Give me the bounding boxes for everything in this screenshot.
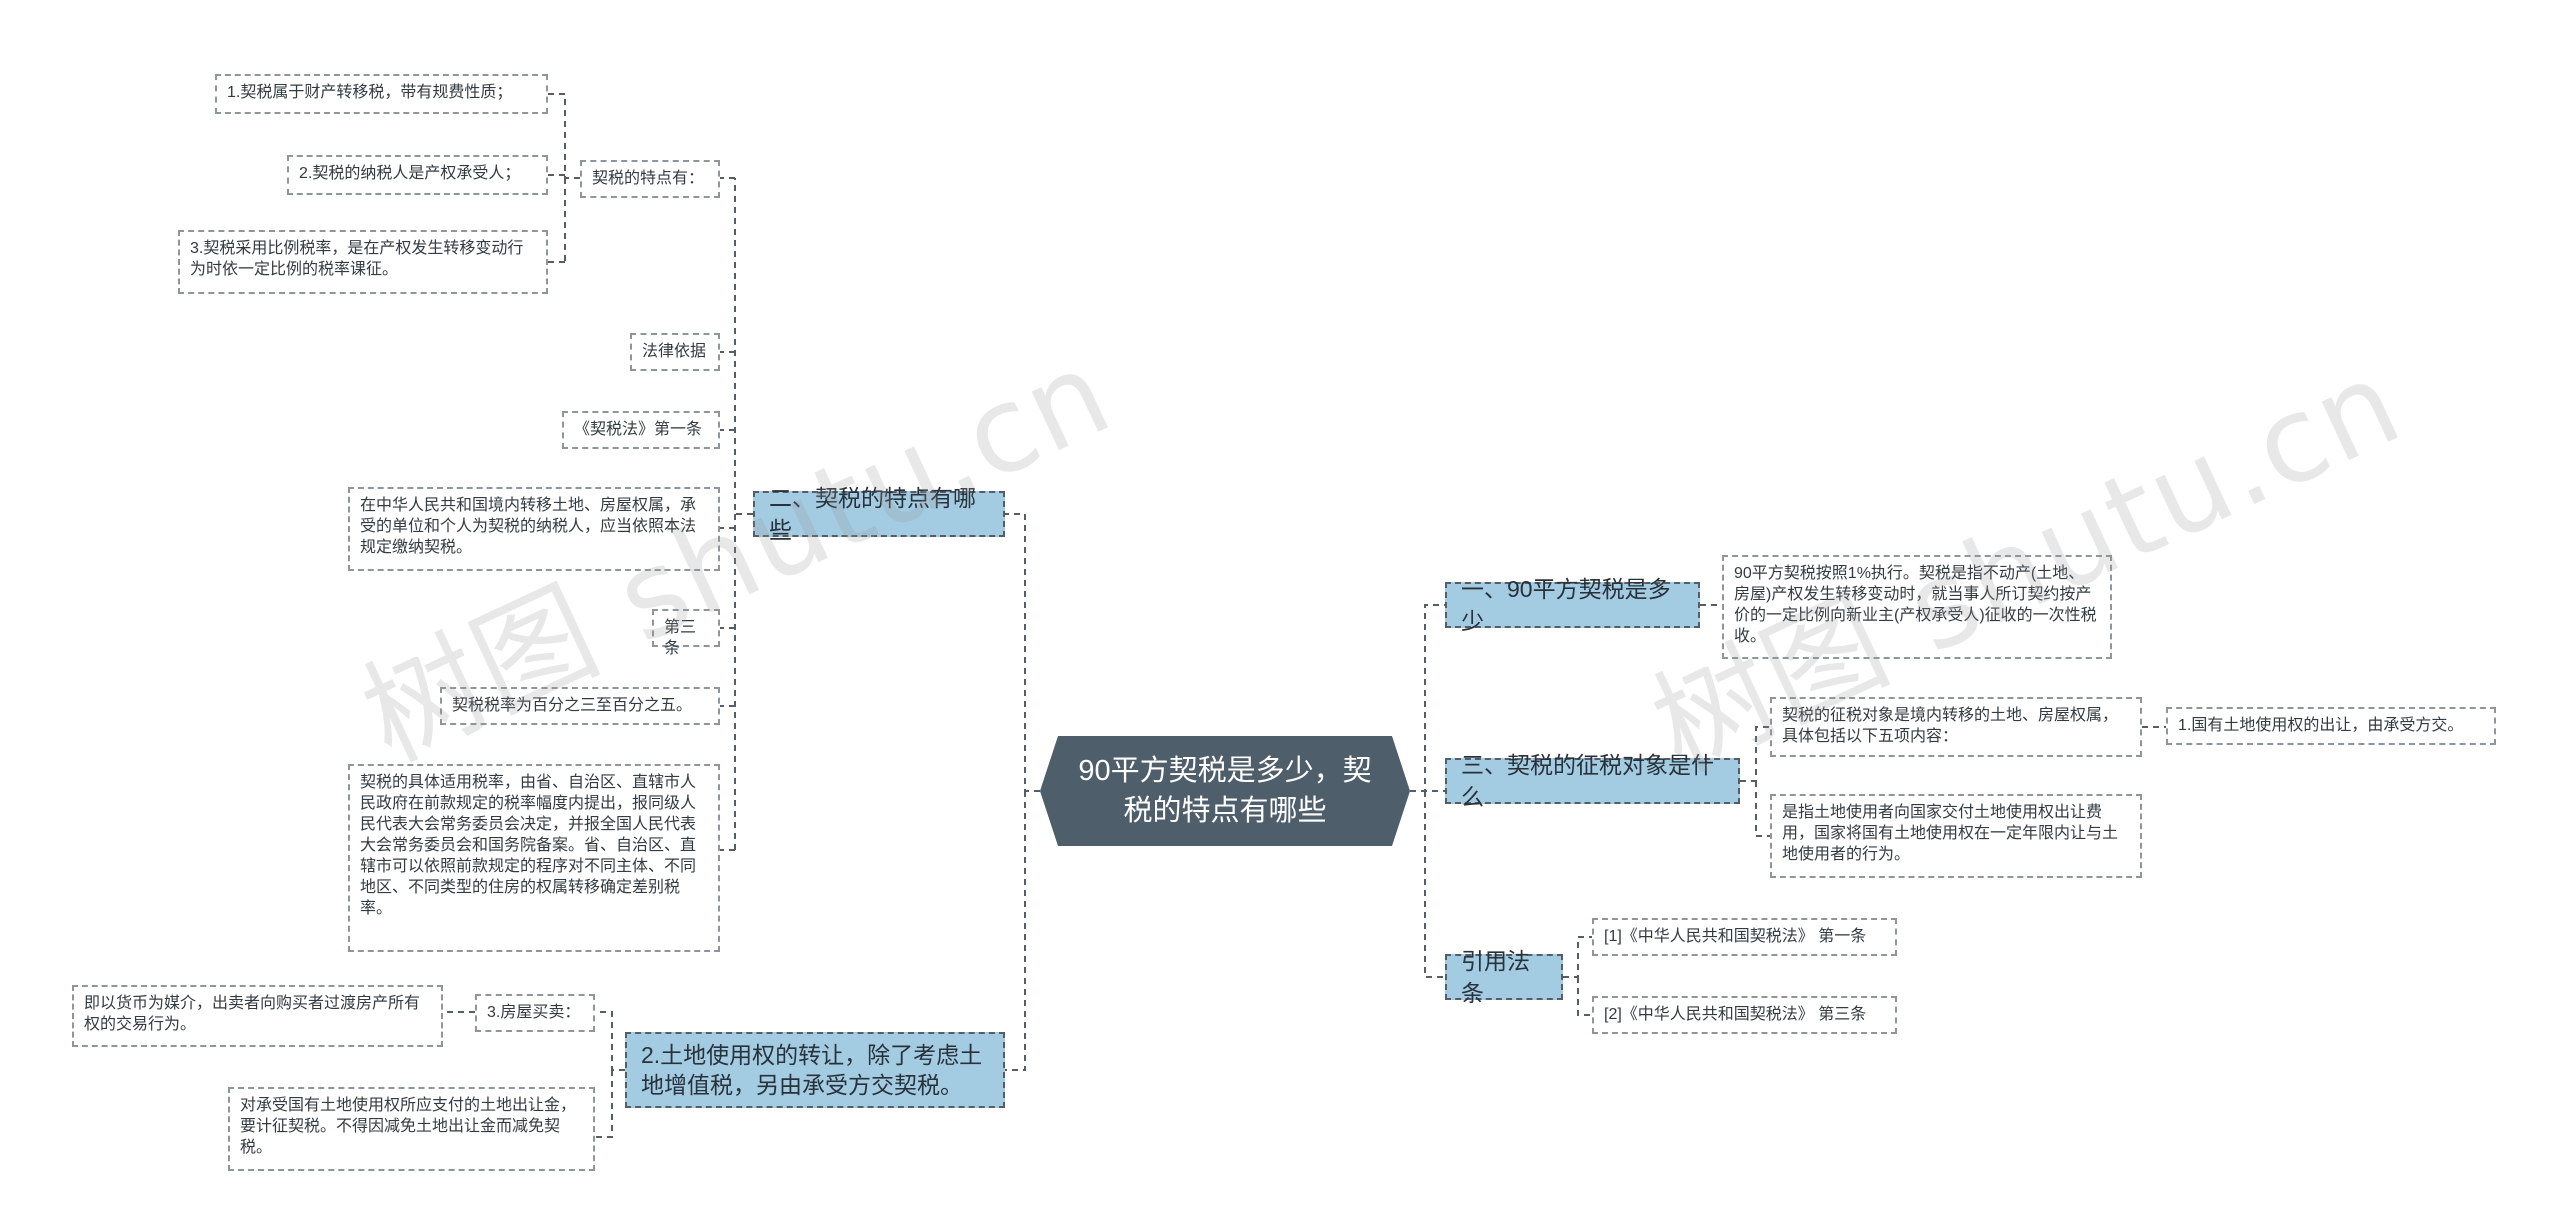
reference-item-1[interactable]: [1]《中华人民共和国契税法》 第一条 [1592, 918, 1897, 956]
reference-item-1-text: [1]《中华人民共和国契税法》 第一条 [1604, 928, 1867, 945]
tax-object-intro[interactable]: 契税的征税对象是境内转移的土地、房屋权属，具体包括以下五项内容： [1770, 697, 2142, 757]
link-b3-desc [1755, 781, 1770, 837]
tax-rate-detail-text: 契税的具体适用税率，由省、自治区、直辖市人民政府在前款规定的税率幅度内提出，报同… [360, 774, 697, 917]
legal-basis-text: 法律依据 [642, 343, 707, 360]
branch-tax-amount[interactable]: 一、90平方契税是多少 [1445, 576, 1700, 634]
tax-object-desc-text: 是指土地使用者向国家交付土地使用权出让费用，国家将国有土地使用权在一定年限内让与… [1782, 804, 2119, 863]
house-sale-text[interactable]: 即以货币为媒介，出卖者向购买者过渡房产所有权的交易行为。 [72, 985, 443, 1047]
tax-rate-text: 契税税率为百分之三至百分之五。 [452, 697, 693, 714]
house-sale-text-content: 即以货币为媒介，出卖者向购买者过渡房产所有权的交易行为。 [84, 995, 421, 1033]
tax-amount-content-text: 90平方契税按照1%执行。契税是指不动产(土地、房屋)产权发生转移变动时，就当事… [1734, 565, 2097, 645]
article-1-text-content: 在中华人民共和国境内转移土地、房屋权属，承受的单位和个人为契税的纳税人，应当依照… [360, 497, 697, 556]
link-ref-item2 [1577, 977, 1592, 1016]
article-1-title[interactable]: 《契税法》第一条 [562, 411, 720, 449]
house-sale-title[interactable]: 3.房屋买卖： [475, 994, 595, 1032]
legal-basis[interactable]: 法律依据 [630, 333, 720, 371]
branch-land-transfer-label: 2.土地使用权的转让，除了考虑土地增值税，另由承受方交契税。 [641, 1042, 983, 1098]
reference-item-2-text: [2]《中华人民共和国契税法》 第三条 [1604, 1006, 1867, 1023]
traits-title[interactable]: 契税的特点有： [580, 160, 720, 198]
house-sale-title-text: 3.房屋买卖： [487, 1004, 581, 1021]
traits-title-text: 契税的特点有： [592, 170, 705, 187]
link-b3-intro [1740, 726, 1770, 782]
land-fee-text-content: 对承受国有土地使用权所应支付的土地出让金，要计征契税。不得因减免土地出让金而减免… [240, 1097, 577, 1156]
tax-amount-content[interactable]: 90平方契税按照1%执行。契税是指不动产(土地、房屋)产权发生转移变动时，就当事… [1722, 555, 2112, 659]
branch-tax-traits-label: 二、契税的特点有哪些 [769, 485, 976, 543]
link-b4-fee [595, 1070, 613, 1138]
branch-tax-object-label: 三、契税的征税对象是什么 [1461, 752, 1714, 810]
tax-rate[interactable]: 契税税率为百分之三至百分之五。 [440, 687, 720, 725]
article-3-title-text: 第三条 [664, 619, 697, 657]
article-1-text[interactable]: 在中华人民共和国境内转移土地、房屋权属，承受的单位和个人为契税的纳税人，应当依照… [348, 487, 720, 571]
link-root-b1 [1410, 604, 1445, 792]
link-root-ref [1424, 791, 1445, 978]
trait-item-3[interactable]: 3.契税采用比例税率，是在产权发生转移变动行为时依一定比例的税率课征。 [178, 230, 548, 294]
tax-object-intro-text: 契税的征税对象是境内转移的土地、房屋权属，具体包括以下五项内容： [1782, 707, 2119, 745]
root-topic[interactable]: 90平方契税是多少，契税的特点有哪些 [1040, 736, 1410, 846]
tax-rate-detail[interactable]: 契税的具体适用税率，由省、自治区、直辖市人民政府在前款规定的税率幅度内提出，报同… [348, 764, 720, 952]
link-b2-spine [734, 178, 753, 850]
link-traits-spine [564, 94, 580, 262]
link-root-b2 [1005, 513, 1040, 792]
link-b4-spine [595, 1011, 625, 1071]
tax-object-item1-text: 1.国有土地使用权的出让，由承受方交。 [2178, 717, 2464, 734]
tax-object-desc[interactable]: 是指土地使用者向国家交付土地使用权出让费用，国家将国有土地使用权在一定年限内让与… [1770, 794, 2142, 878]
tax-object-item1[interactable]: 1.国有土地使用权的出让，由承受方交。 [2166, 707, 2496, 745]
root-topic-label: 90平方契税是多少，契税的特点有哪些 [1078, 755, 1372, 827]
article-1-title-text: 《契税法》第一条 [574, 421, 703, 438]
branch-references[interactable]: 引用法条 [1445, 948, 1563, 1006]
trait-item-2-text: 2.契税的纳税人是产权承受人； [299, 165, 521, 182]
branch-tax-object[interactable]: 三、契税的征税对象是什么 [1445, 752, 1740, 810]
land-fee-text[interactable]: 对承受国有土地使用权所应支付的土地出让金，要计征契税。不得因减免土地出让金而减免… [228, 1087, 595, 1171]
trait-item-3-text: 3.契税采用比例税率，是在产权发生转移变动行为时依一定比例的税率课征。 [190, 240, 524, 278]
branch-references-label: 引用法条 [1461, 948, 1530, 1006]
trait-item-2[interactable]: 2.契税的纳税人是产权承受人； [287, 155, 548, 195]
trait-item-1[interactable]: 1.契税属于财产转移税，带有规费性质； [215, 74, 548, 114]
branch-tax-traits[interactable]: 二、契税的特点有哪些 [753, 485, 1005, 543]
article-3-title[interactable]: 第三条 [652, 609, 720, 657]
trait-item-1-text: 1.契税属于财产转移税，带有规费性质； [227, 84, 513, 101]
branch-land-transfer[interactable]: 2.土地使用权的转让，除了考虑土地增值税，另由承受方交契税。 [625, 1032, 1005, 1108]
link-ref-item1 [1563, 936, 1592, 978]
branch-tax-amount-label: 一、90平方契税是多少 [1461, 576, 1671, 634]
reference-item-2[interactable]: [2]《中华人民共和国契税法》 第三条 [1592, 996, 1897, 1034]
link-root-b4 [1005, 791, 1026, 1071]
